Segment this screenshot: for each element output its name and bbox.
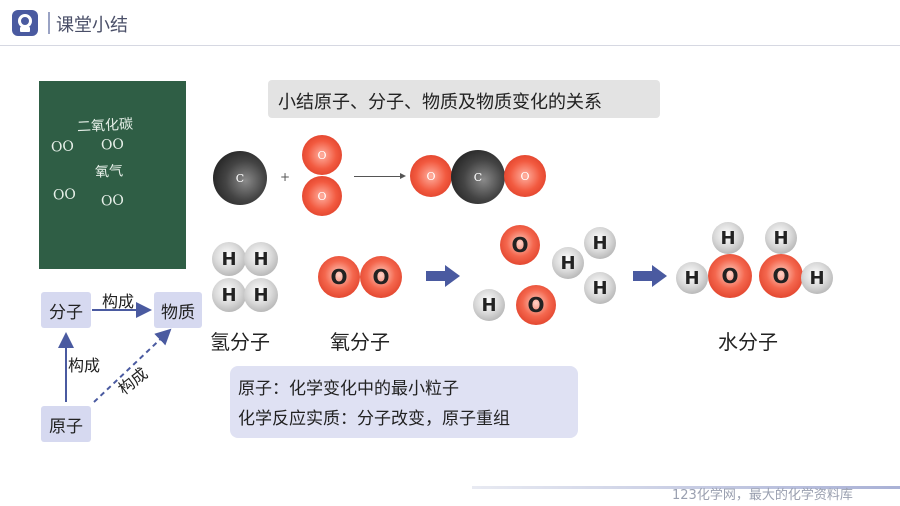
oxygen-atom-top: O <box>302 135 342 175</box>
hydrogen-molecule-label: 氢分子 <box>210 330 270 354</box>
water-molecule-label: 水分子 <box>718 330 778 354</box>
process-arrow-2 <box>633 265 667 287</box>
chalkboard-image: 二氧化碳 OO OO 氧气 OO OO <box>39 81 186 269</box>
summary-title-box: 小结原子、分子、物质及物质变化的关系 <box>268 80 660 118</box>
water-hydrogen-atom: H <box>765 222 797 254</box>
hydrogen-atom: H <box>244 278 278 312</box>
header-underline <box>0 45 900 46</box>
summary-box: 原子：化学变化中的最小粒子 化学反应实质：分子改变，原子重组 <box>230 366 578 438</box>
co2-carbon: C <box>451 150 505 204</box>
logo-icon <box>12 10 38 36</box>
plus-sign: + <box>280 170 291 184</box>
hydrogen-atom: H <box>212 278 246 312</box>
edge-label-left: 构成 <box>68 356 101 375</box>
oxygen-atom-bottom: O <box>302 176 342 216</box>
separated-hydrogen-atom: H <box>552 247 584 279</box>
summary-title: 小结原子、分子、物质及物质变化的关系 <box>278 92 602 113</box>
separated-hydrogen-atom: H <box>584 227 616 259</box>
co2-oxygen-left: O <box>410 155 452 197</box>
edge-label-top: 构成 <box>102 292 135 311</box>
summary-line-2: 化学反应实质：分子改变，原子重组 <box>238 409 510 429</box>
separated-hydrogen-atom: H <box>584 272 616 304</box>
separated-oxygen-atom: O <box>500 225 540 265</box>
footer-divider <box>472 486 900 489</box>
concept-atom: 原子 <box>41 406 91 442</box>
summary-line-1: 原子：化学变化中的最小粒子 <box>238 379 459 399</box>
hydrogen-atom: H <box>244 242 278 276</box>
footer-watermark: 123化学网，最大的化学资料库 <box>672 488 853 503</box>
oxygen-atom: O <box>318 256 360 298</box>
hydrogen-atom: H <box>212 242 246 276</box>
header: 课堂小结 <box>0 0 900 46</box>
separated-hydrogen-atom: H <box>473 289 505 321</box>
process-arrow-1 <box>426 265 460 287</box>
co2-oxygen-right: O <box>504 155 546 197</box>
oxygen-atom: O <box>360 256 402 298</box>
header-divider <box>48 12 50 34</box>
water-hydrogen-atom: H <box>712 222 744 254</box>
water-hydrogen-atom: H <box>801 262 833 294</box>
carbon-atom: C <box>213 151 267 205</box>
reaction-arrow-head <box>400 173 406 179</box>
separated-oxygen-atom: O <box>516 285 556 325</box>
water-oxygen-atom: O <box>708 254 752 298</box>
reaction-arrow-shaft <box>354 176 402 177</box>
concept-substance: 物质 <box>154 292 202 328</box>
page-title: 课堂小结 <box>56 15 128 36</box>
oxygen-molecule-label: 氧分子 <box>330 330 390 354</box>
concept-molecule: 分子 <box>41 292 91 328</box>
water-oxygen-atom: O <box>759 254 803 298</box>
water-hydrogen-atom: H <box>676 262 708 294</box>
